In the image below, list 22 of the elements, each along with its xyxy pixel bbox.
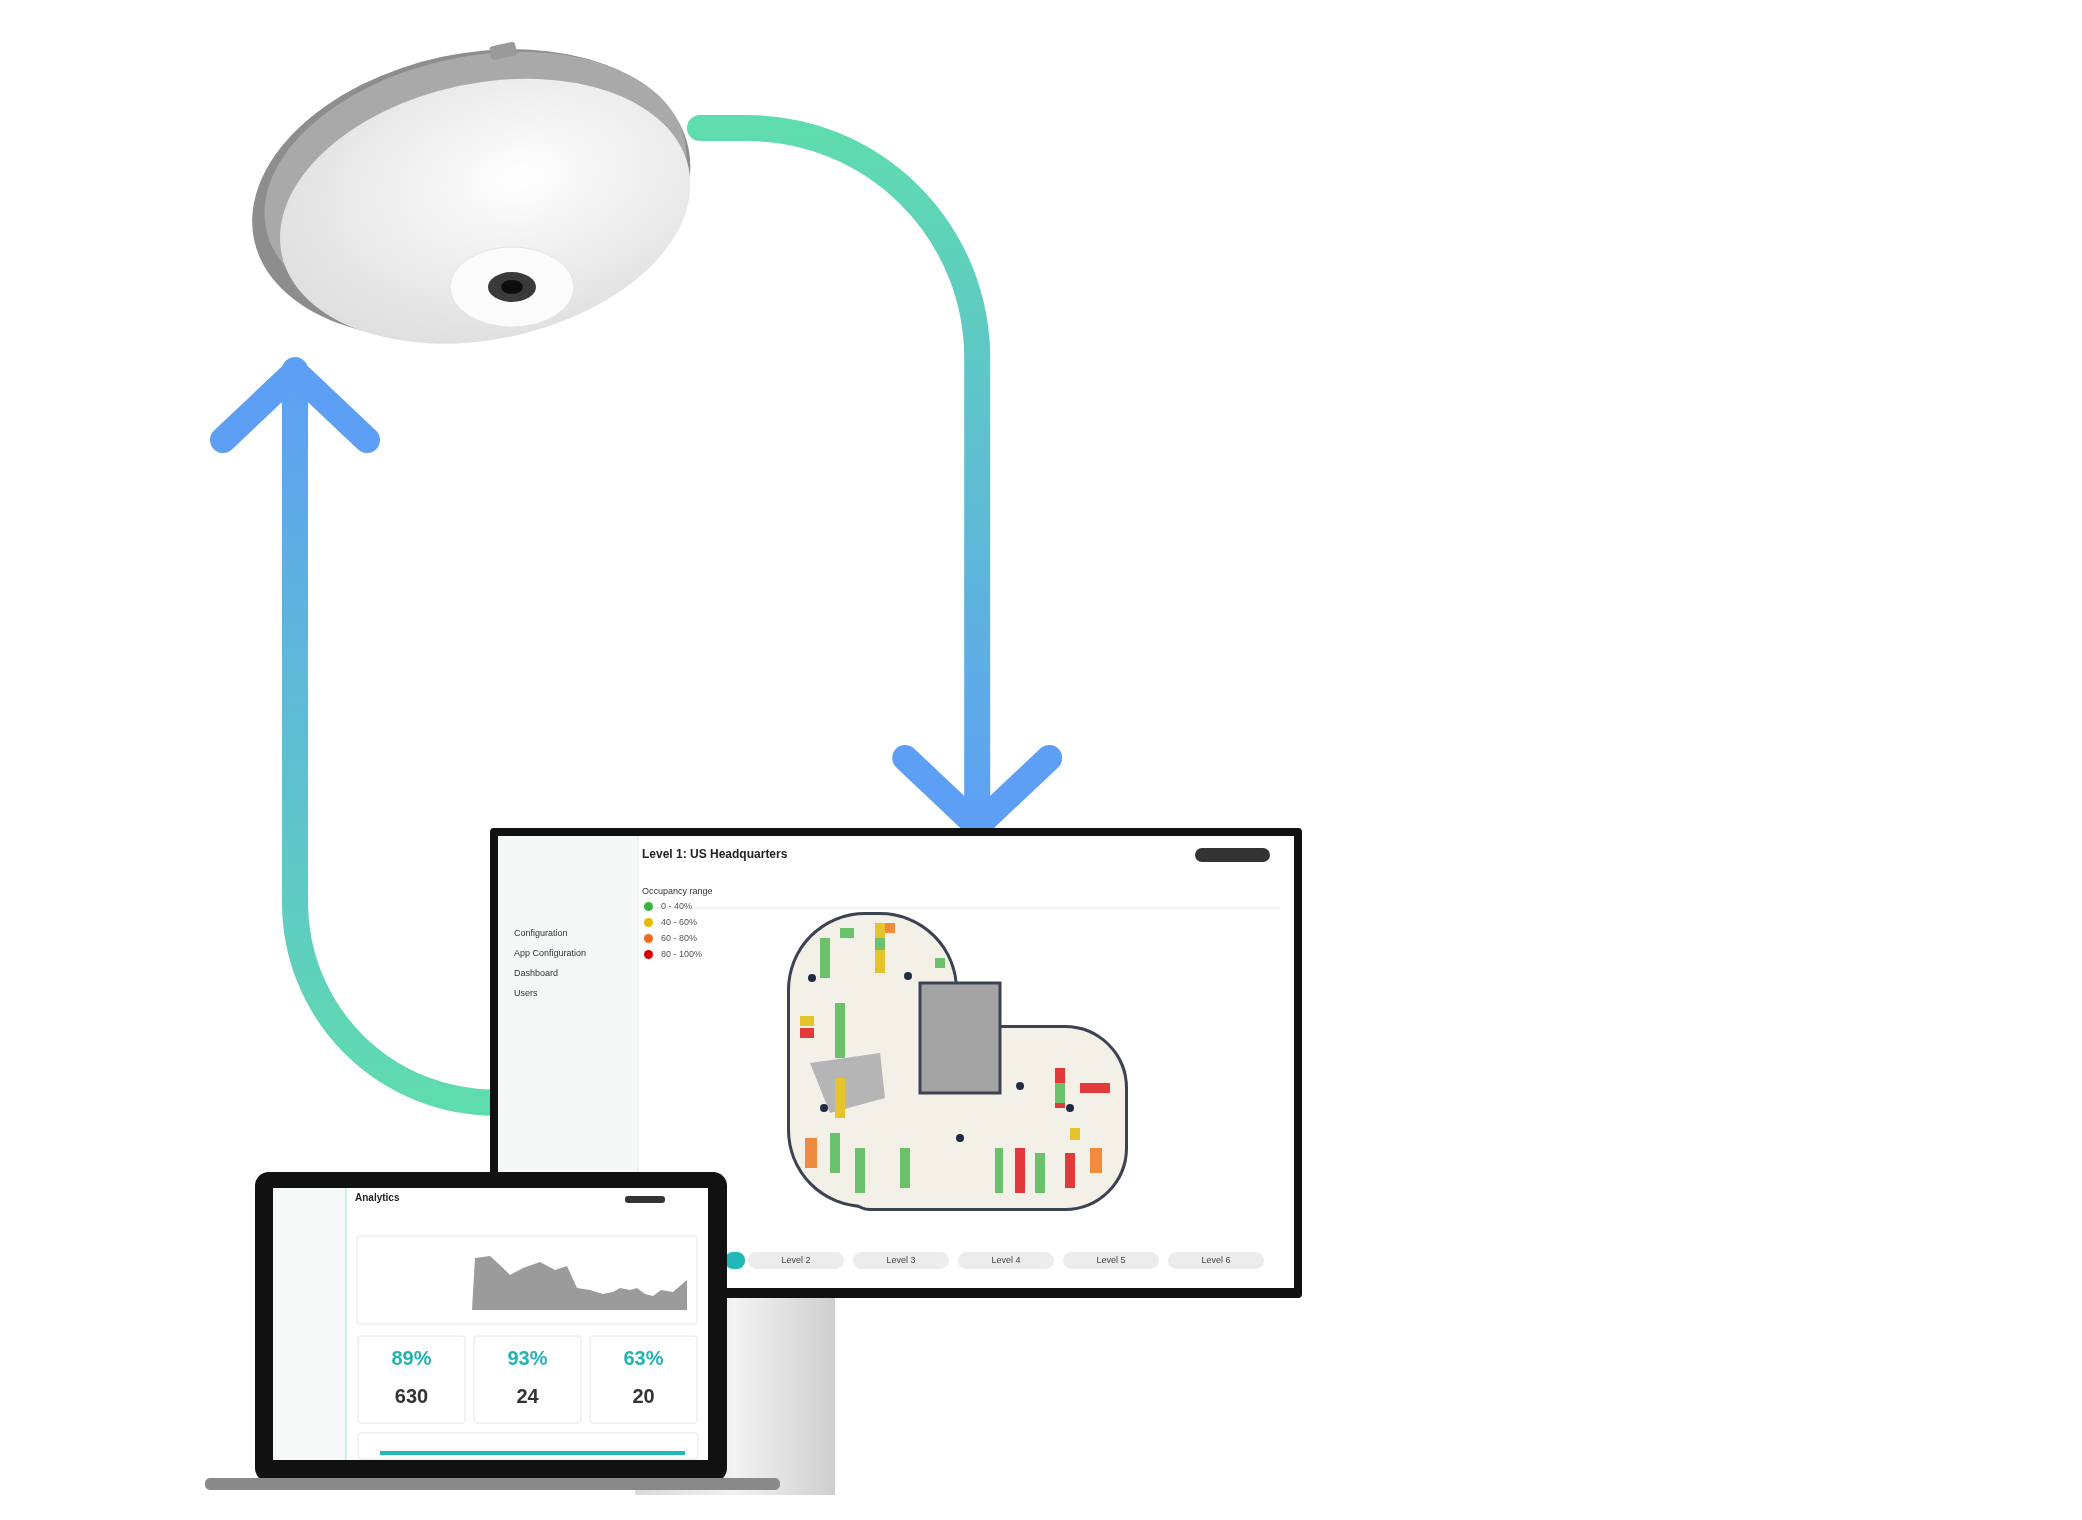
percentage-value: 63% [622,1348,665,1368]
count-value: 20 [631,1386,656,1406]
legend-range: 0 - 40% [661,900,693,913]
percentage-value: 93% [506,1348,549,1368]
legend-range: 60 - 80% [661,932,698,945]
legend-range: 40 - 60% [661,916,698,929]
level-tab: Level 4 [958,1252,1054,1269]
count-value: 630 [393,1386,430,1406]
menu-item: Configuration [514,927,568,940]
level-tab: Level 6 [1168,1252,1264,1269]
percentage-value: 89% [390,1348,433,1368]
legend-range: 80 - 100% [661,948,703,961]
menu-item: Users [514,987,538,1000]
menu-item: Dashboard [514,967,559,980]
menu-item: App Configuration [514,947,587,960]
screen-title: Analytics [355,1191,400,1205]
screen-title: Level 1: US Headquarters [642,846,788,863]
count-value: 24 [515,1386,540,1406]
level-tab: Level 3 [853,1252,949,1269]
legend-heading: Occupancy range [642,885,713,898]
level-tab: Level 5 [1063,1252,1159,1269]
level-tab: Level 2 [748,1252,844,1269]
